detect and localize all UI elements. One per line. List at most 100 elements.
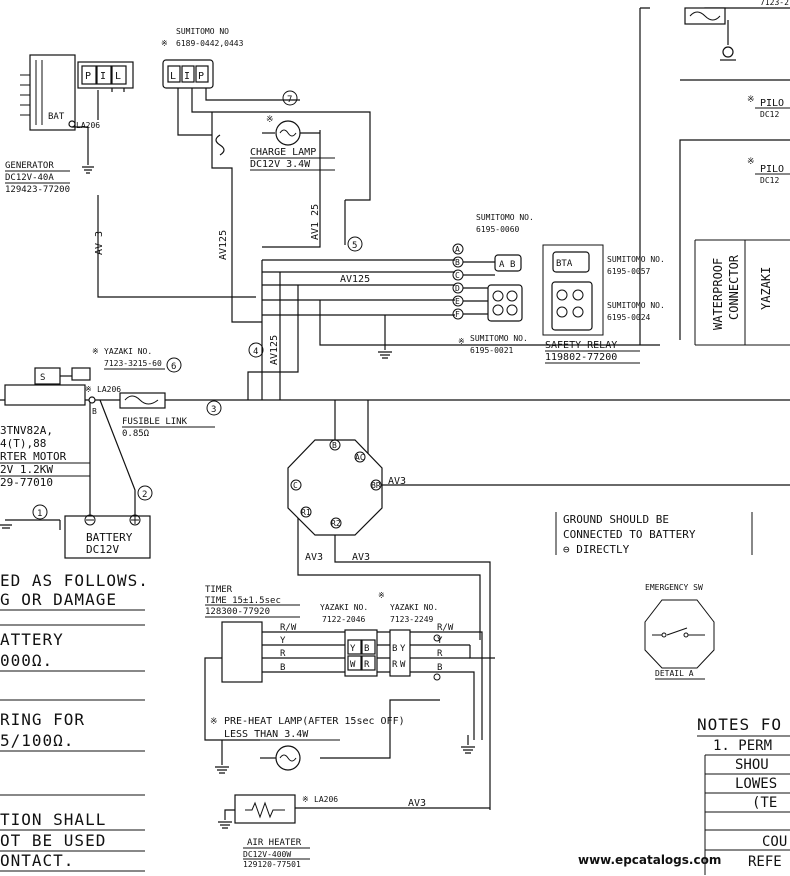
pilot1: PILO — [760, 98, 784, 109]
starter-model2: 4(T),88 — [0, 437, 46, 450]
battery-rating: DC12V — [86, 543, 119, 556]
right-note-6: REFE — [748, 854, 782, 870]
wire-color-rw-b: R/W — [437, 623, 454, 633]
charge-lamp: ※ CHARGE LAMP DC12V 3.4W — [250, 115, 335, 171]
wire-label-av125-d: AV125 — [269, 335, 280, 365]
yazaki-b-pin-b: B — [392, 644, 397, 654]
left-note-1: ED AS FOLLOWS. — [0, 571, 149, 590]
fusible-link-title: FUSIBLE LINK — [122, 417, 188, 427]
conn-0021-part: 6195-0021 — [470, 346, 514, 355]
key-terminal-r1: R1 — [301, 508, 311, 517]
yazaki-connector-b: ※ YAZAKI NO. 7123-2249 B Y R W R/W Y R B — [378, 591, 454, 681]
yazaki-a-pin-w: W — [350, 660, 356, 670]
starter-part: 29-77010 — [0, 476, 53, 489]
row-letter-e: E — [455, 297, 460, 306]
left-note-9: ONTACT. — [0, 851, 74, 870]
conn-top-pin-i: I — [184, 71, 190, 82]
conn-0057-part: 6195-0057 — [607, 267, 651, 276]
waterproof-line2: CONNECTOR — [727, 254, 741, 320]
pilot2-asterisk: ※ — [747, 157, 755, 167]
yazaki-b-asterisk: ※ — [378, 591, 385, 600]
relay-part: 119802-77200 — [545, 352, 617, 363]
key-terminal-r2: R2 — [331, 519, 341, 528]
wire-color-y-a: Y — [280, 636, 286, 646]
fusible-link: FUSIBLE LINK 0.85Ω — [119, 392, 215, 439]
battery-title: BATTERY — [86, 531, 133, 544]
wire-labels: AV 3 AV125 AV1 25 AV125 AV125 AV3 AV3 AV… — [94, 204, 426, 809]
key-terminal-c: C — [293, 481, 298, 490]
conn-0057-maker: SUMITOMO NO. — [607, 255, 665, 264]
pilot2-rating: DC12 — [760, 176, 779, 185]
emergency-switch: EMERGENCY SW DETAIL A — [644, 583, 715, 680]
conn-top-pin-p: P — [198, 71, 204, 82]
right-note-5: COU — [762, 834, 787, 850]
yazaki-b-text: YAZAKI NO. — [390, 603, 438, 612]
wire-label-av3-e: AV3 — [408, 798, 426, 809]
conn-0060-part: 6195-0060 — [476, 225, 520, 234]
wire-label-av3-b: AV3 — [388, 476, 406, 487]
preheat-text: PRE-HEAT LAMP(AFTER 15sec OFF) — [224, 716, 405, 727]
watermark: www.epcatalogs.com — [578, 853, 721, 867]
left-note-5: RING FOR — [0, 710, 85, 729]
preheat-lamp: ※ PRE-HEAT LAMP(AFTER 15sec OFF) LESS TH… — [210, 716, 405, 771]
conn-0021-maker: SUMITOMO NO. — [470, 334, 528, 343]
ground-note-line3: ⊖ DIRECTLY — [563, 543, 630, 556]
timer-part: 128300-77920 — [205, 607, 270, 617]
right-note-3: LOWES — [735, 776, 777, 792]
starter-motor: S ※ LA206 B 3TNV82A, 4(T),88 RTER MOTOR … — [0, 367, 121, 489]
left-note-4: 000Ω. — [0, 651, 53, 670]
pilot1-rating: DC12 — [760, 110, 779, 119]
generator: P I L BAT LA206 GENERATOR DC12V-40A 1294… — [5, 54, 134, 195]
ground-note: GROUND SHOULD BE CONNECTED TO BATTERY ⊖ … — [555, 512, 753, 556]
wire-color-b-a: B — [280, 663, 285, 673]
air-heater-part: 129120-77501 — [243, 860, 301, 869]
wire-label-av125-c: AV125 — [340, 274, 370, 285]
emergency-detail: DETAIL A — [655, 669, 694, 678]
charge-lamp-asterisk: ※ — [266, 115, 274, 125]
conn-top-asterisk: ※ — [161, 39, 168, 48]
row-letter-b: B — [455, 258, 460, 267]
left-notes: ED AS FOLLOWS. G OR DAMAGE ATTERY 000Ω. … — [0, 571, 149, 872]
starter-s-label: S — [40, 373, 45, 383]
conn-0021-asterisk: ※ — [458, 337, 465, 346]
starter-model: 3TNV82A, — [0, 424, 53, 437]
left-note-3: ATTERY — [0, 630, 64, 649]
yazaki-a-pin-r: R — [364, 660, 370, 670]
charge-lamp-rating: DC12V 3.4W — [250, 159, 311, 170]
waterproof-yazaki: YAZAKI — [759, 267, 773, 310]
air-heater: ※ LA206 AIR HEATER DC12V-400W 129120-775… — [234, 794, 338, 869]
key-terminal-b: B — [332, 441, 337, 450]
starter-la-label: LA206 — [97, 385, 121, 394]
right-note-2: SHOU — [735, 757, 769, 773]
right-note-title: NOTES FO — [697, 715, 782, 734]
gen-part: 129423-77200 — [5, 185, 70, 195]
preheat-rating: LESS THAN 3.4W — [224, 729, 309, 740]
key-terminal-br: BR — [371, 481, 381, 490]
yazaki-b-pin-w: W — [400, 660, 406, 670]
connector-6195-0060: SUMITOMO NO. 6195-0060 A B — [476, 213, 534, 272]
wire-label-av3: AV 3 — [94, 231, 105, 255]
left-note-8: OT BE USED — [0, 831, 106, 850]
ground-note-line2: CONNECTED TO BATTERY — [563, 528, 696, 541]
left-note-2: G OR DAMAGE — [0, 590, 117, 609]
conn-top-part: 6189-0442,0443 — [176, 39, 244, 48]
conn-top-pin-l: L — [170, 71, 176, 82]
conn-0060-pin-b: B — [510, 260, 515, 270]
yazaki-b-part: 7123-2249 — [390, 615, 434, 624]
battery: BATTERY DC12V — [64, 514, 151, 559]
row-letter-a: A — [455, 245, 460, 254]
ground-note-line1: GROUND SHOULD BE — [563, 513, 669, 526]
yazaki-top-asterisk: ※ — [92, 347, 99, 356]
timer-time: TIME 15±1.5sec — [205, 596, 281, 606]
starter-rating: 2V 1.2KW — [0, 463, 53, 476]
left-note-6: 5/100Ω. — [0, 731, 74, 750]
conn-top-maker: SUMITOMO NO — [176, 27, 229, 36]
waterproof-line1: WATERPROOF — [711, 258, 725, 330]
wire-label-av125-b: AV1 25 — [310, 204, 321, 240]
conn-0024-part: 6195-0024 — [607, 313, 651, 322]
timer: TIMER TIME 15±1.5sec 128300-77920 R/W Y … — [205, 585, 300, 683]
pilot1-asterisk: ※ — [747, 95, 755, 105]
waterproof-table: WATERPROOF CONNECTOR YAZAKI — [694, 239, 790, 346]
preheat-asterisk: ※ — [210, 717, 218, 727]
